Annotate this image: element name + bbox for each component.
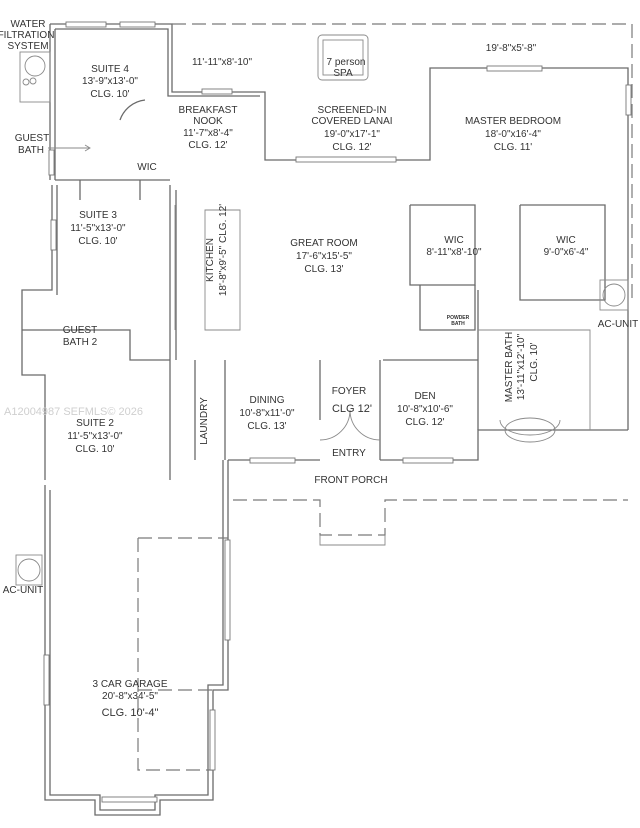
powder-bath-name: POWDER [447,315,470,321]
great-room-ceiling: CLG. 13' [304,264,343,275]
foyer-ceiling: CLG 12' [332,403,372,415]
garage-name: 3 CAR GARAGE [92,679,167,690]
master-bath-size: 13'-11"x12'-10" [516,333,527,400]
great-room-name: GREAT ROOM [290,238,357,249]
lanai-west-size: 11'-11"x8'-10" [192,57,252,68]
guest-bath-arrow [48,144,91,152]
ac-unit-right: AC-UNIT [598,279,639,330]
master-bath-name: MASTER BATH [504,332,515,402]
guest-bath2-name: BATH 2 [63,337,98,348]
windows [43,21,632,803]
garage-ceiling: CLG. 10'-4" [102,707,159,719]
suite2-name: SUITE 2 [76,418,114,429]
spa-label: 7 person [327,57,366,68]
watermark: A12004987 SEFMLS© 2026 [4,406,143,418]
kitchen-label: KITCHEN [205,238,216,282]
master-bedroom-size: 18'-0"x16'-4" [485,129,541,140]
ac-unit-label: AC-UNIT [598,319,639,330]
breakfast-nook-size: 11'-7"x8'-4" [183,128,233,139]
den-size: 10'-8"x10'-6" [397,404,453,415]
den-name: DEN [414,391,435,402]
dining-ceiling: CLG. 13' [247,421,286,432]
suite2-ceiling: CLG. 10' [75,444,114,455]
dining-name: DINING [250,395,285,406]
master-bedroom-ceiling: CLG. 11' [494,142,532,153]
spa-label: SPA [333,68,353,79]
lanai-name: COVERED LANAI [311,116,392,127]
suite2-size: 11'-5"x13'-0" [67,431,123,442]
powder-bath-name: BATH [451,321,465,327]
guest-bath-name: BATH [18,145,44,156]
suite4-size: 13'-9"x13'-0" [82,76,138,87]
master-bedroom-name: MASTER BEDROOM [465,116,561,127]
suite3-size: 11'-5"x13'-0" [70,223,126,234]
laundry-name: LAUNDRY [199,397,210,445]
suite3-name: SUITE 3 [79,210,117,221]
water-filtration-label: SYSTEM [7,41,48,52]
water-filtration-label: WATER [11,19,46,30]
lanai-ceiling: CLG. 12' [332,142,371,153]
guest-bath-name: GUEST [15,133,49,144]
wic-master2-size: 9'-0"x6'-4" [544,247,589,258]
lanai-size: 19'-0"x17'-1" [324,129,380,140]
breakfast-nook-ceiling: CLG. 12' [188,140,227,151]
breakfast-nook-name: BREAKFAST [179,105,238,116]
garage-size: 20'-8"x34'-5" [102,691,158,702]
ac-unit-label: AC-UNIT [3,585,44,596]
suite4-ceiling: CLG. 10' [90,89,129,100]
master-bath-ceiling: CLG. 10' [529,342,540,381]
guest-bath2-name: GUEST [63,325,97,336]
lanai-east-size: 19'-8"x5'-8" [486,43,537,54]
kitchen-size-ceiling: 18'-8"x9'-5" CLG. 12' [218,204,229,296]
great-room-size: 17'-6"x15'-5" [296,251,352,262]
wic-suite4-name: WIC [137,162,156,173]
water-filtration-label: FILTRATION [0,30,54,41]
ac-unit-left: AC-UNIT [3,554,44,596]
wic-master2-name: WIC [556,235,575,246]
room-labels: SUITE 4 13'-9"x13'-0" CLG. 10' 11'-11"x8… [15,43,589,719]
suite3-ceiling: CLG. 10' [78,236,117,247]
lanai-name: SCREENED-IN [318,105,387,116]
foyer-name: FOYER [332,386,366,397]
wic-master1-size: 8'-11"x8'-10" [426,247,482,258]
front-porch-name: FRONT PORCH [314,475,387,486]
entry-name: ENTRY [332,448,366,459]
water-filtration-system: WATER FILTRATION SYSTEM [0,19,54,103]
dining-size: 10'-8"x11'-0" [239,408,295,419]
den-ceiling: CLG. 12' [405,417,444,428]
suite4-name: SUITE 4 [91,64,129,75]
spa: 7 person SPA [317,34,369,81]
breakfast-nook-name: NOOK [193,116,223,127]
wic-master1-name: WIC [444,235,463,246]
